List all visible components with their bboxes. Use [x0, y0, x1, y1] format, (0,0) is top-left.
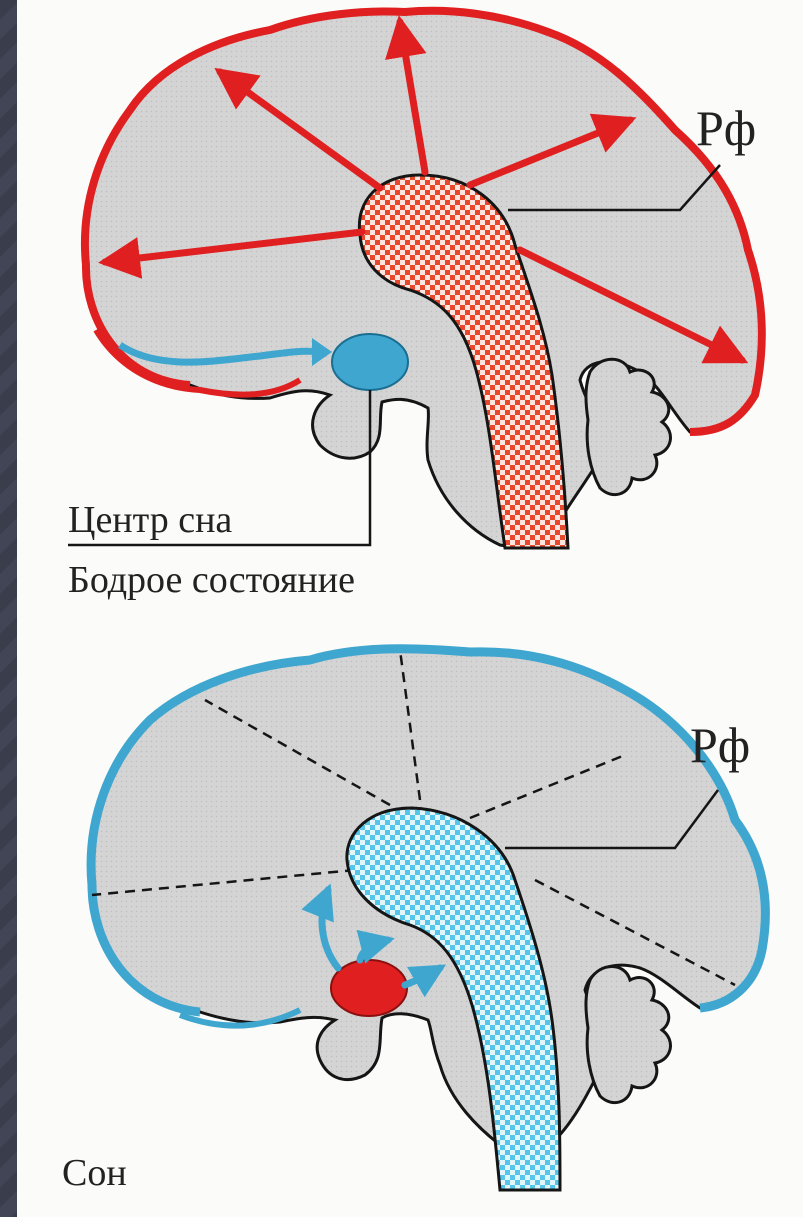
- wake-brain: [68, 11, 762, 548]
- sleep-center-active: [331, 960, 407, 1016]
- sleep-center-label: Центр сна: [68, 499, 232, 541]
- wake-state-label: Бодрое состояние: [68, 559, 355, 601]
- sleep-state-label: Сон: [62, 1152, 127, 1194]
- wake-rf-label: Рф: [696, 100, 756, 156]
- sleep-cerebellum: [586, 967, 671, 1103]
- wake-sleep-center: [332, 334, 408, 390]
- sleep-brain: [91, 649, 765, 1190]
- sleep-rf-label: Рф: [690, 717, 750, 773]
